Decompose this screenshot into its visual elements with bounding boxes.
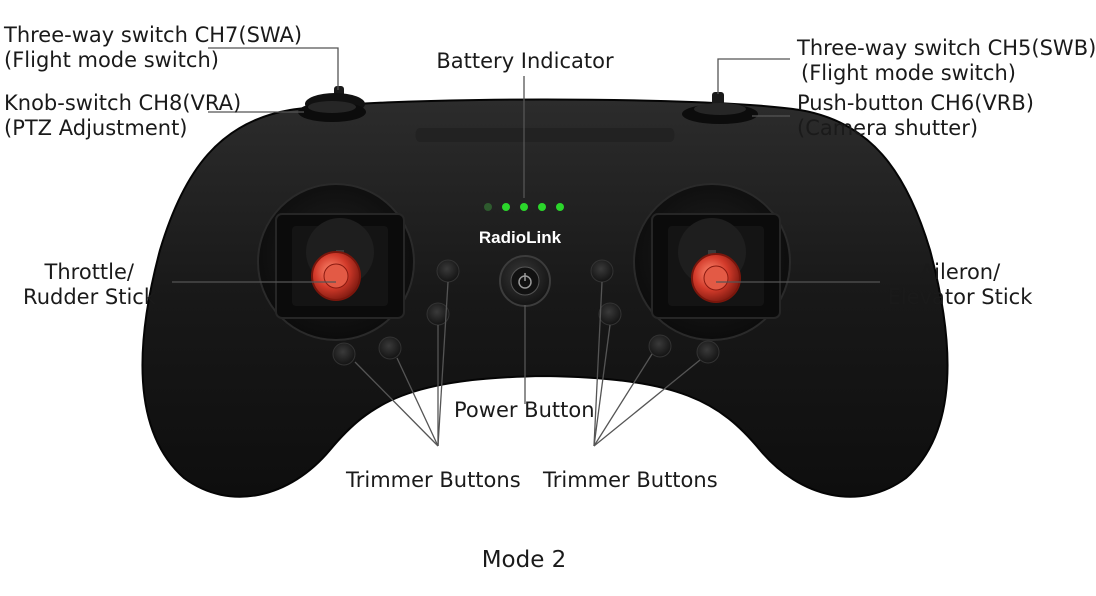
label-battery: Battery Indicator [425, 49, 625, 74]
label-trimmer-left: Trimmer Buttons [346, 468, 521, 493]
label-aileron: Aileron/ Elevator Stick [884, 260, 1036, 310]
label-vra: Knob-switch CH8(VRA) (PTZ Adjustment) [4, 91, 241, 141]
leader-swb [717, 58, 790, 94]
trimmer-button[interactable] [598, 302, 622, 326]
leader-swa [208, 47, 339, 90]
trimmer-button[interactable] [648, 334, 672, 358]
power-button[interactable] [499, 255, 551, 307]
label-throttle-line1: Throttle/ [44, 260, 134, 284]
label-aileron-line2: Elevator Stick [887, 285, 1033, 309]
battery-led [538, 203, 546, 211]
caption-mode-text: Mode 2 [481, 547, 567, 573]
label-swa-line1: Three-way switch CH7(SWA) [4, 23, 303, 47]
label-battery-text: Battery Indicator [436, 49, 614, 73]
label-swa: Three-way switch CH7(SWA) (Flight mode s… [4, 23, 302, 73]
label-trimmer-right-text: Trimmer Buttons [543, 468, 718, 492]
controller-body [141, 98, 949, 498]
trimmer-button[interactable] [590, 259, 614, 283]
aileron-elevator-stick[interactable] [691, 253, 741, 303]
label-vra-line1: Knob-switch CH8(VRA) [4, 91, 242, 115]
battery-led [556, 203, 564, 211]
label-vrb-line2: (Camera shutter) [797, 116, 979, 140]
label-trimmer-right: Trimmer Buttons [543, 468, 718, 493]
label-vrb-line1: Push-button CH6(VRB) [797, 91, 1034, 115]
label-throttle-line2: Rudder Stick [23, 285, 156, 309]
battery-led [484, 203, 492, 211]
label-swb: Three-way switch CH5(SWB) (Flight mode s… [797, 36, 1096, 86]
radiolink-logo: RadioLink [479, 228, 562, 247]
label-vra-line2: (PTZ Adjustment) [4, 116, 188, 140]
trimmer-buttons-left [332, 259, 460, 366]
leader-lines [172, 47, 880, 447]
battery-led [520, 203, 528, 211]
battery-led [502, 203, 510, 211]
label-swb-line2: (Flight mode switch) [801, 61, 1016, 85]
vrb-button[interactable] [682, 103, 758, 124]
throttle-rudder-stick[interactable] [311, 251, 361, 301]
trimmer-button[interactable] [332, 342, 356, 366]
label-throttle: Throttle/ Rudder Stick [0, 260, 156, 310]
label-swb-line1: Three-way switch CH5(SWB) [797, 36, 1096, 60]
label-power-text: Power Button [454, 398, 595, 422]
top-recess [415, 128, 675, 142]
caption-mode: Mode 2 [444, 548, 604, 573]
trimmer-button[interactable] [696, 340, 720, 364]
battery-indicator [484, 203, 564, 211]
label-swa-line2: (Flight mode switch) [4, 48, 219, 72]
label-vrb: Push-button CH6(VRB) (Camera shutter) [797, 91, 1034, 141]
label-trimmer-left-text: Trimmer Buttons [346, 468, 521, 492]
vra-knob[interactable] [298, 101, 366, 122]
trimmer-button[interactable] [436, 259, 460, 283]
trimmer-button[interactable] [378, 336, 402, 360]
label-power: Power Button [454, 398, 595, 423]
label-aileron-line1: Aileron/ [919, 260, 1001, 284]
